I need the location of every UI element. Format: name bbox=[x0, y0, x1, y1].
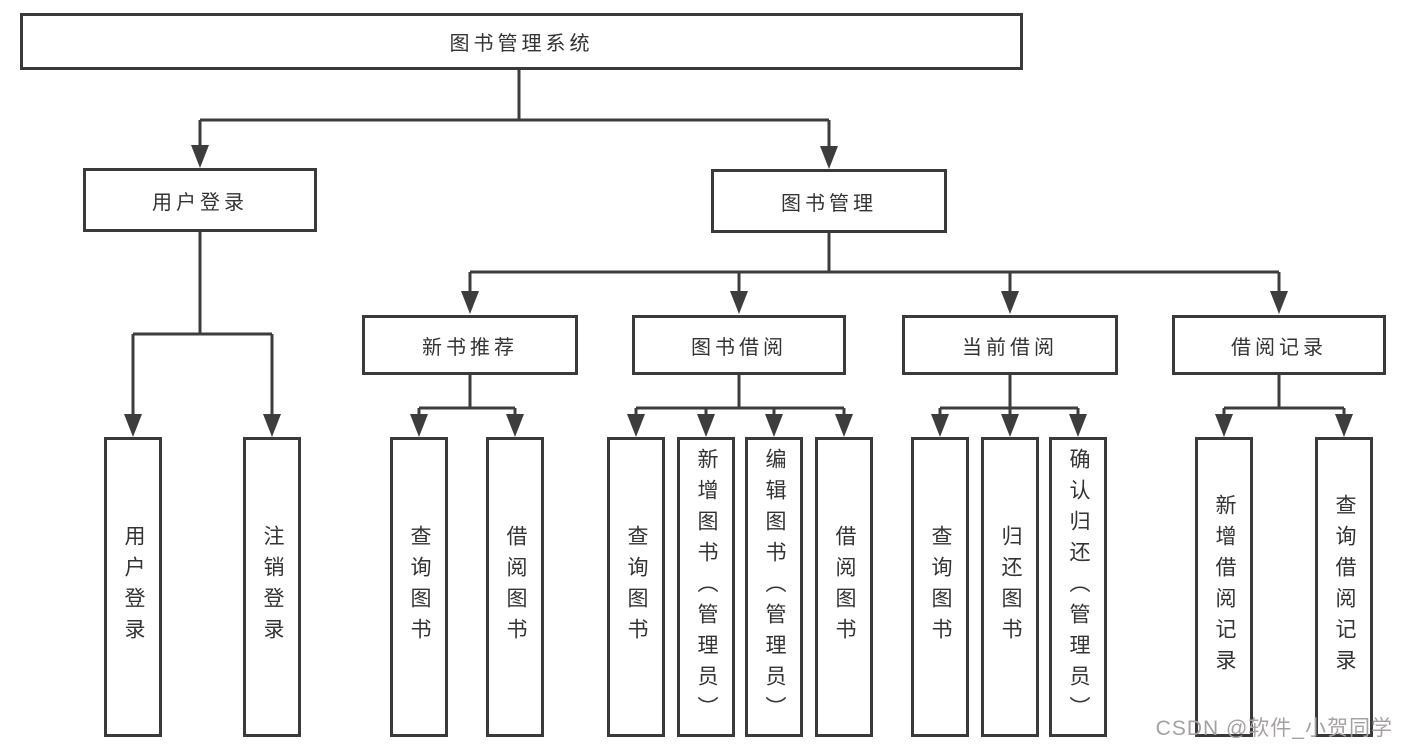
node-label: 归还图书 bbox=[999, 525, 1022, 649]
node-label: 查询图书 bbox=[929, 525, 952, 649]
node-label: 新增借阅记录 bbox=[1213, 494, 1236, 680]
node-label: 注销登录 bbox=[261, 525, 284, 649]
node-label: 用户登录 bbox=[152, 191, 248, 214]
leaf-edit-books-admin: 编辑图书（管理员） bbox=[745, 437, 803, 737]
node-label: 用户登录 bbox=[122, 525, 145, 649]
node-label: 确认归还（管理员） bbox=[1067, 447, 1090, 727]
node-label: 图书管理系统 bbox=[449, 33, 594, 55]
leaf-borrow-books-recommend: 借阅图书 bbox=[486, 437, 544, 737]
node-label: 查询借阅记录 bbox=[1333, 494, 1356, 680]
node-label: 查询图书 bbox=[625, 525, 648, 649]
connector-lines bbox=[131, 70, 1346, 417]
node-book-management: 图书管理 bbox=[711, 169, 947, 233]
node-library-system: 图书管理系统 bbox=[20, 13, 1023, 70]
node-user-login: 用户登录 bbox=[83, 168, 317, 232]
leaf-logout: 注销登录 bbox=[243, 437, 301, 737]
leaf-return-books: 归还图书 bbox=[981, 437, 1039, 737]
leaf-user-login: 用户登录 bbox=[104, 437, 162, 737]
leaf-confirm-return-admin: 确认归还（管理员） bbox=[1049, 437, 1107, 737]
node-new-book-recommend: 新书推荐 bbox=[362, 315, 578, 375]
node-label: 新书推荐 bbox=[422, 336, 518, 359]
leaf-add-borrow-record: 新增借阅记录 bbox=[1195, 437, 1253, 737]
node-label: 借阅图书 bbox=[504, 525, 527, 649]
node-label: 当前借阅 bbox=[962, 336, 1058, 359]
leaf-query-borrow-record: 查询借阅记录 bbox=[1315, 437, 1373, 737]
leaf-query-books-recommend: 查询图书 bbox=[390, 437, 448, 737]
node-label: 编辑图书（管理员） bbox=[763, 447, 786, 727]
node-label: 新增图书（管理员） bbox=[695, 447, 718, 727]
leaf-query-books-borrowing: 查询图书 bbox=[607, 437, 665, 737]
leaf-add-books-admin: 新增图书（管理员） bbox=[677, 437, 735, 737]
node-label: 图书管理 bbox=[781, 192, 877, 215]
leaf-borrow-books-borrowing: 借阅图书 bbox=[815, 437, 873, 737]
node-book-borrowing: 图书借阅 bbox=[632, 315, 846, 375]
node-label: 图书借阅 bbox=[691, 336, 787, 359]
csdn-watermark: CSDN @软件_小贺同学 bbox=[1155, 717, 1393, 740]
node-label: 查询图书 bbox=[408, 525, 431, 649]
node-borrowing-records: 借阅记录 bbox=[1172, 315, 1386, 375]
leaf-query-books-current: 查询图书 bbox=[911, 437, 969, 737]
arrowheads bbox=[124, 145, 1353, 437]
node-label: 借阅图书 bbox=[833, 525, 856, 649]
node-label: 借阅记录 bbox=[1231, 336, 1327, 359]
node-current-borrowing: 当前借阅 bbox=[902, 315, 1118, 375]
